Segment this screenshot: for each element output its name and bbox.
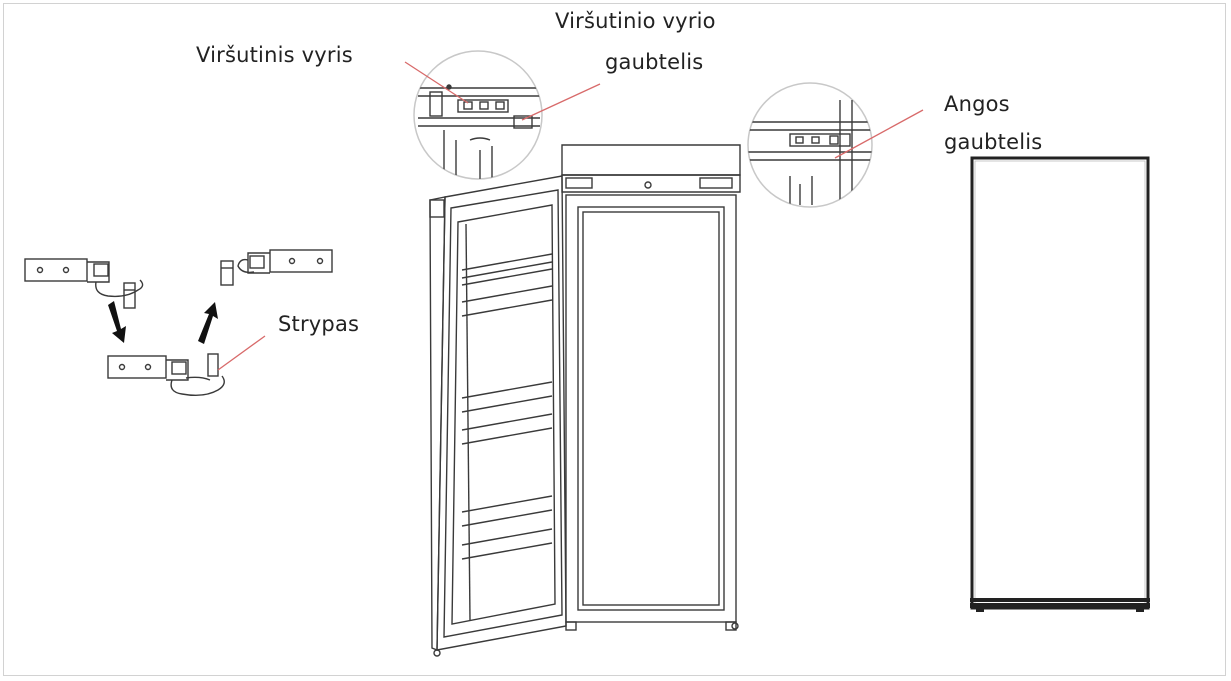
- detail-circle-hole-cover: [747, 82, 873, 208]
- label-upper-hinge-cover-line1: Viršutinio vyrio: [555, 9, 716, 33]
- door-shelves: [461, 223, 553, 621]
- direction-arrows: [108, 301, 218, 344]
- leader-hinge-cover: [521, 83, 601, 121]
- leader-hole-cover: [834, 109, 924, 159]
- freezer-cabinet: [561, 144, 741, 631]
- label-hole-cover-line2: gaubtelis: [944, 130, 1043, 154]
- freezer-open: [429, 144, 741, 657]
- arrow-down-icon: [108, 301, 126, 343]
- detail-circle-hinge: [413, 50, 543, 180]
- diagram-frame: [3, 3, 1226, 676]
- freezer-closed: [970, 156, 1150, 612]
- hinge-cover-detail: [513, 115, 533, 129]
- label-hole-cover-line1: Angos: [944, 92, 1010, 116]
- rod: [207, 353, 219, 377]
- label-rod: Strypas: [278, 312, 360, 336]
- leader-rod: [217, 335, 266, 371]
- arrow-up-icon: [198, 302, 218, 344]
- hinge-with-rod: [107, 353, 225, 397]
- freezer-door: [429, 175, 567, 657]
- leader-lines: [217, 61, 924, 371]
- hinge-before: [24, 258, 144, 309]
- hinge-reversed: [220, 249, 333, 286]
- hinge-assembly: [24, 249, 333, 397]
- leader-upper-hinge: [404, 61, 469, 104]
- label-upper-hinge: Viršutinis vyris: [196, 43, 353, 67]
- label-upper-hinge-cover-line2: gaubtelis: [605, 50, 704, 74]
